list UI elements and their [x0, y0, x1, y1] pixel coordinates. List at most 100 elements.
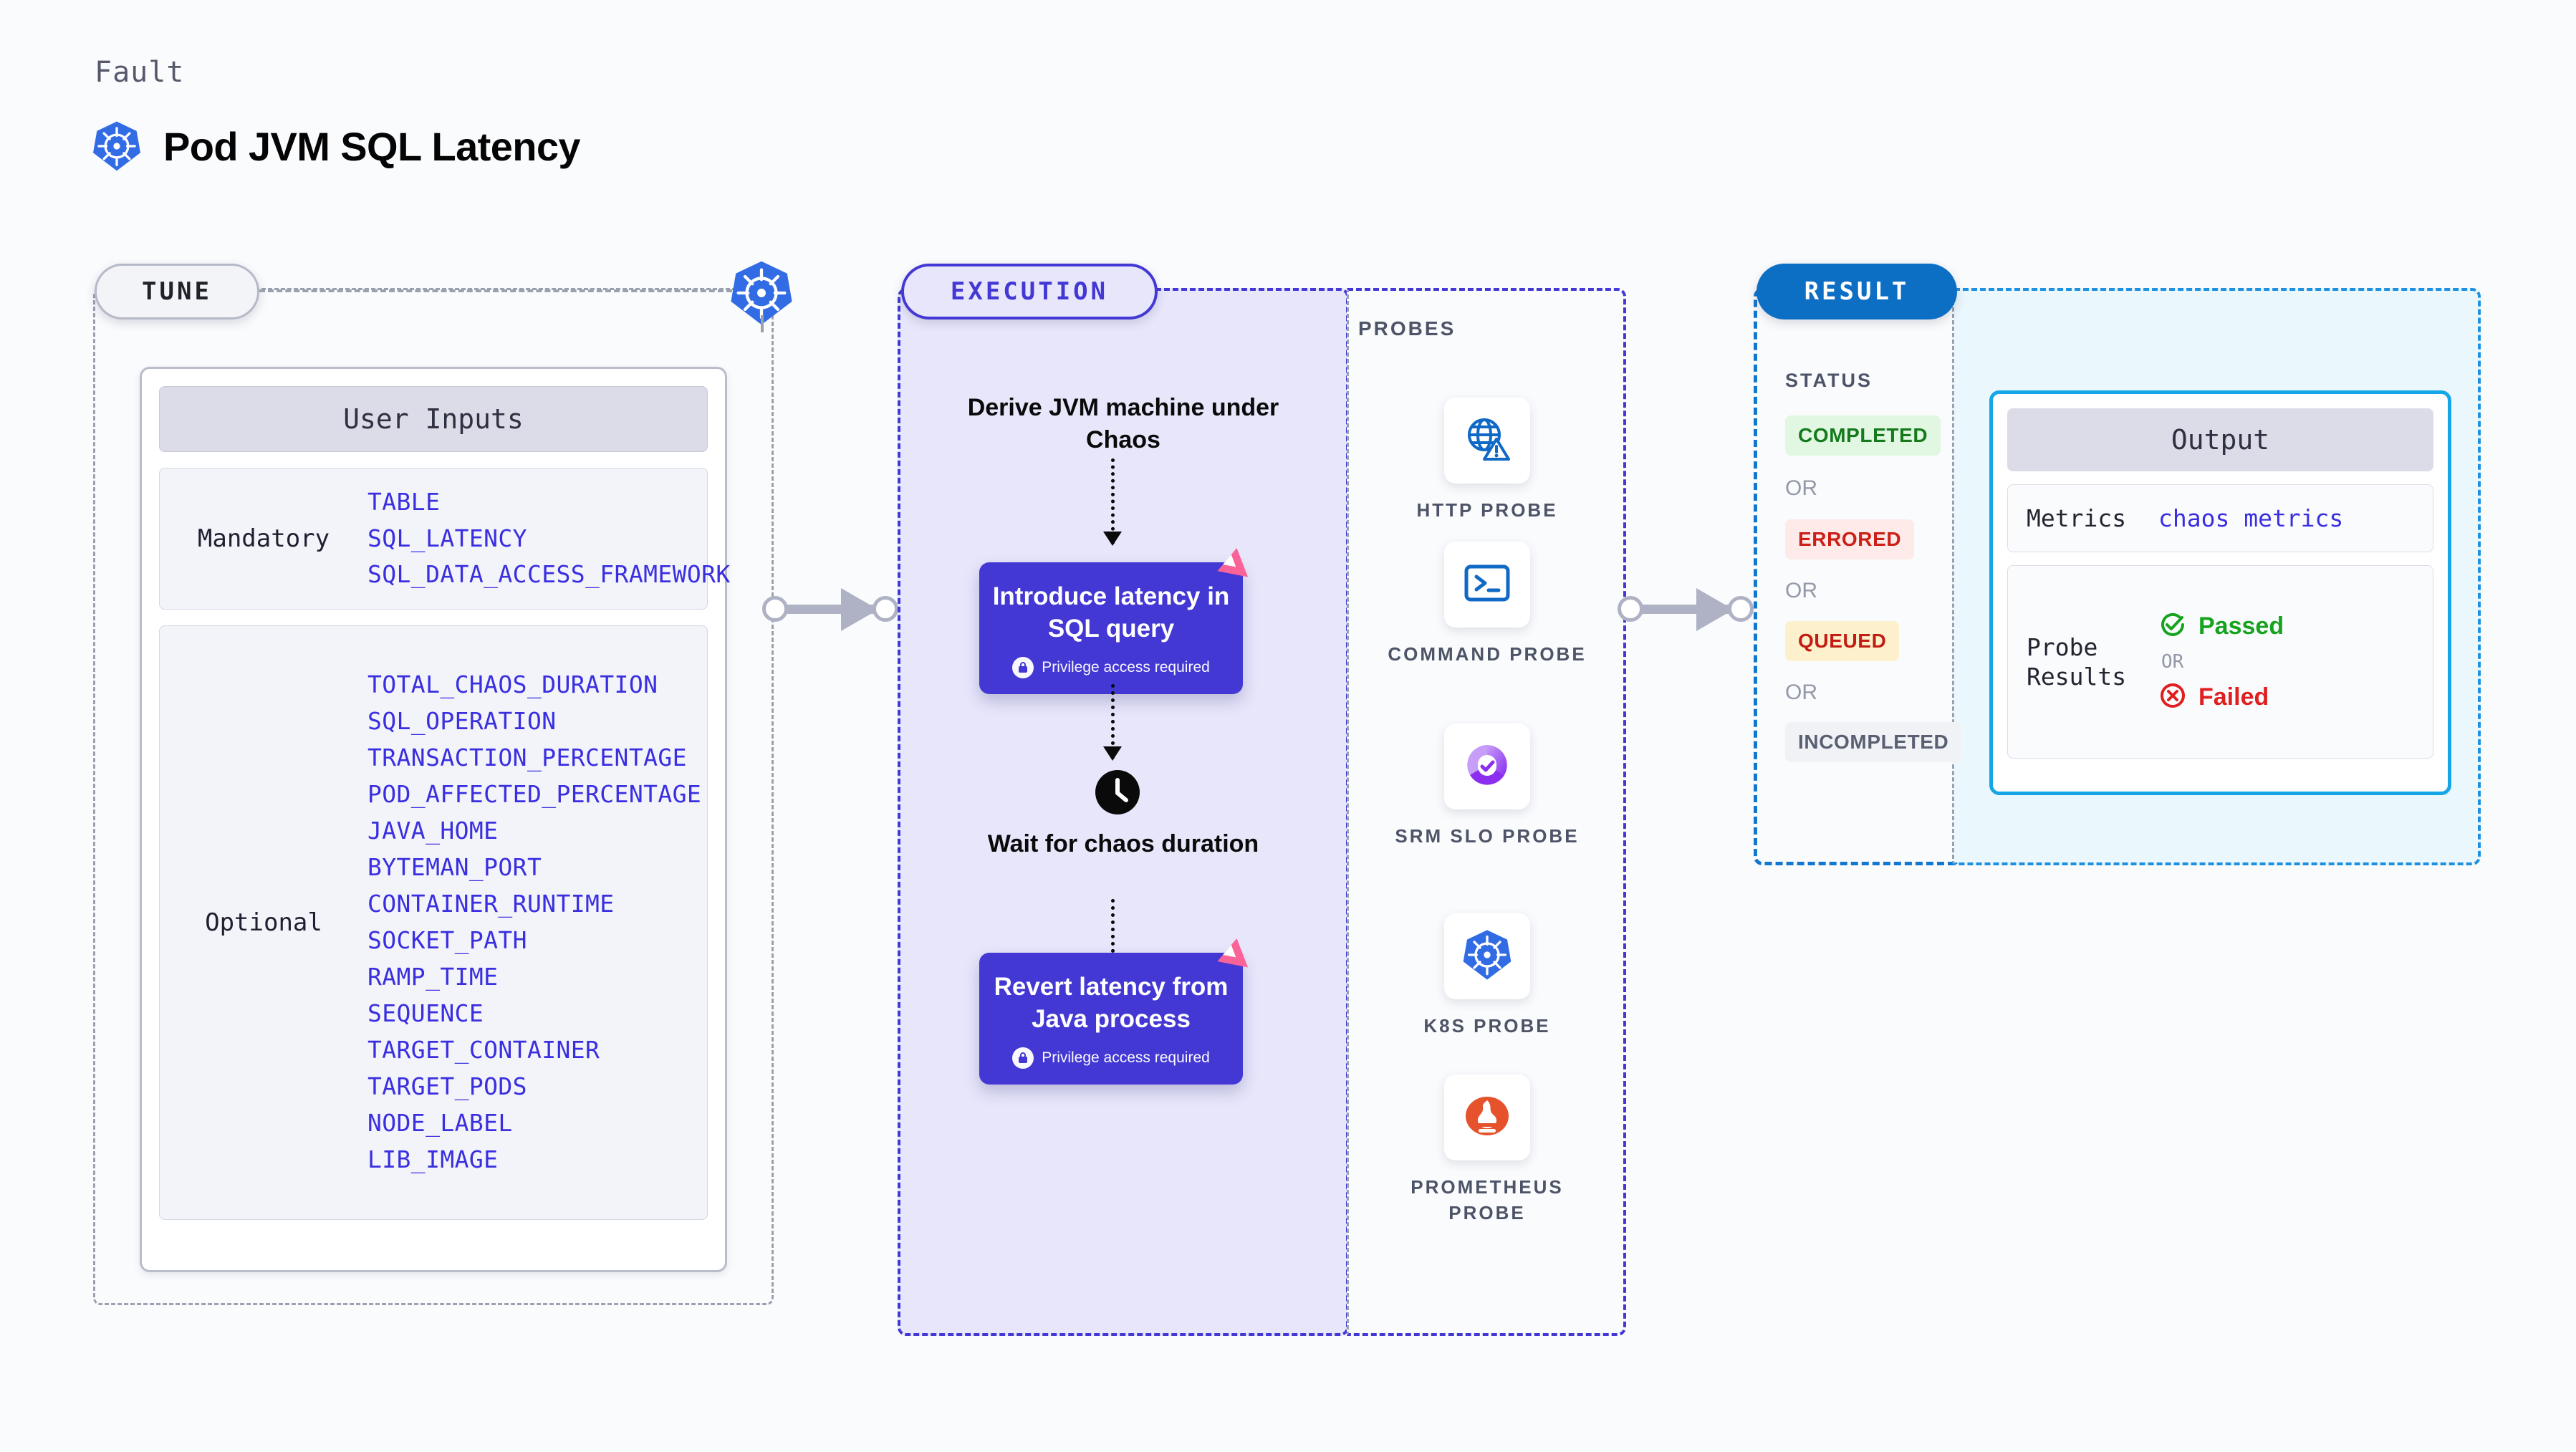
probe-label: SRM SLO PROBE: [1395, 825, 1580, 847]
output-title: Output: [2007, 408, 2433, 471]
execution-card-introduce-latency[interactable]: Introduce latency in SQL query Privilege…: [979, 547, 1249, 694]
probe-results-values: Passed OR Failed: [2158, 610, 2284, 713]
check-circle-icon: [2158, 610, 2187, 643]
passed-label: Passed: [2198, 612, 2284, 640]
param-item[interactable]: BYTEMAN_PORT: [367, 853, 542, 882]
slo-gauge-icon: [1463, 742, 1512, 792]
kubernetes-icon-svg: [93, 121, 140, 171]
param-item[interactable]: SQL_OPERATION: [367, 707, 557, 736]
connector-execution-to-result: [1618, 588, 1761, 631]
param-item[interactable]: TRANSACTION_PERCENTAGE: [367, 744, 687, 772]
kubernetes-node-icon: [731, 260, 792, 330]
optional-params-group: Optional TOTAL_CHAOS_DURATION SQL_OPERAT…: [159, 625, 708, 1220]
globe-warning-icon: [1463, 415, 1512, 467]
output-card: Output Metrics chaos metrics Probe Resul…: [1989, 390, 2451, 795]
tune-panel: [93, 288, 774, 1305]
flow-arrow: [1103, 684, 1122, 761]
prometheus-icon: [1463, 1094, 1512, 1142]
privilege-note: Privilege access required: [992, 656, 1230, 678]
optional-param-list: TOTAL_CHAOS_DURATION SQL_OPERATION TRANS…: [367, 670, 702, 1173]
tune-dashed-connector: [259, 289, 732, 292]
or-separator: OR: [1785, 579, 1817, 602]
param-item[interactable]: SQL_DATA_ACCESS_FRAMEWORK: [367, 560, 731, 589]
lock-icon: [1012, 1047, 1034, 1069]
metrics-value[interactable]: chaos metrics: [2158, 504, 2344, 533]
connector-tune-to-execution: [762, 588, 905, 631]
param-item[interactable]: TARGET_PODS: [367, 1072, 527, 1100]
status-title: STATUS: [1785, 370, 1873, 391]
param-item[interactable]: JAVA_HOME: [367, 817, 499, 845]
probe-srm-slo[interactable]: SRM SLO PROBE: [1380, 723, 1595, 850]
probes-title: PROBES: [1358, 317, 1456, 340]
probe-k8s[interactable]: K8S PROBE: [1380, 913, 1595, 1039]
probe-tile: [1444, 398, 1530, 484]
execution-card-revert-latency[interactable]: Revert latency from Java process Privile…: [979, 938, 1249, 1085]
metrics-key: Metrics: [2027, 504, 2127, 532]
page-title-row: Pod JVM SQL Latency: [93, 120, 581, 172]
probe-http[interactable]: HTTP PROBE: [1380, 398, 1595, 524]
probe-tile: [1444, 723, 1530, 809]
optional-label: Optional: [205, 908, 322, 937]
param-item[interactable]: SEQUENCE: [367, 999, 484, 1027]
user-inputs-card: User Inputs Mandatory TABLE SQL_LATENCY …: [140, 367, 730, 1272]
page-title: Pod JVM SQL Latency: [163, 123, 581, 169]
param-item[interactable]: LIB_IMAGE: [367, 1145, 499, 1173]
probe-command[interactable]: COMMAND PROBE: [1380, 542, 1595, 668]
status-badge-queued: QUEUED: [1785, 621, 1900, 661]
output-row-metrics: Metrics chaos metrics: [2007, 484, 2433, 553]
status-badge-errored: ERRORED: [1785, 519, 1915, 559]
mandatory-param-list: TABLE SQL_LATENCY SQL_DATA_ACCESS_FRAMEW…: [367, 487, 731, 590]
card-title: Introduce latency in SQL query: [992, 582, 1230, 643]
param-item[interactable]: SQL_LATENCY: [367, 524, 527, 552]
status-badge-completed: COMPLETED: [1785, 415, 1941, 456]
tune-badge[interactable]: TUNE: [95, 264, 259, 319]
result-panel: [1754, 288, 1954, 865]
terminal-icon: [1464, 563, 1511, 607]
x-circle-icon: [2158, 681, 2187, 713]
result-badge[interactable]: RESULT: [1756, 264, 1957, 319]
probe-label: HTTP PROBE: [1416, 499, 1558, 521]
probe-results-key: Probe Results: [2027, 633, 2127, 691]
param-item[interactable]: TARGET_CONTAINER: [367, 1035, 600, 1064]
param-item[interactable]: RAMP_TIME: [367, 962, 499, 991]
probe-label: PROMETHEUS PROBE: [1410, 1176, 1564, 1223]
fault-kicker: Fault: [95, 56, 185, 89]
probe-label: COMMAND PROBE: [1388, 643, 1587, 665]
failed-label: Failed: [2198, 683, 2269, 711]
param-item[interactable]: TABLE: [367, 487, 441, 516]
probe-label: K8S PROBE: [1423, 1015, 1551, 1037]
user-inputs-title: User Inputs: [159, 386, 708, 452]
param-item[interactable]: TOTAL_CHAOS_DURATION: [367, 670, 658, 699]
kubernetes-node-stem: [761, 315, 764, 332]
probe-prometheus[interactable]: PROMETHEUS PROBE: [1380, 1074, 1595, 1226]
or-separator: OR: [1785, 681, 1817, 704]
execution-step-wait: Wait for chaos duration: [987, 830, 1259, 857]
kubernetes-icon: [1463, 929, 1512, 984]
card-title: Revert latency from Java process: [994, 973, 1229, 1033]
kubernetes-icon: [93, 120, 140, 172]
lock-icon: [1012, 656, 1034, 678]
param-item[interactable]: POD_AFFECTED_PERCENTAGE: [367, 780, 702, 809]
or-separator: OR: [2161, 651, 2184, 673]
harness-corner-icon: [1214, 936, 1259, 980]
clock-icon: [1095, 770, 1140, 818]
privilege-note: Privilege access required: [992, 1047, 1230, 1069]
param-item[interactable]: CONTAINER_RUNTIME: [367, 890, 615, 918]
execution-badge[interactable]: EXECUTION: [901, 264, 1158, 319]
output-row-probe-results: Probe Results Passed OR: [2007, 565, 2433, 759]
execution-step-derive: Derive JVM machine under Chaos: [967, 394, 1279, 453]
privilege-label: Privilege access required: [1042, 1049, 1210, 1066]
status-badge-incompleted: INCOMPLETED: [1785, 722, 1962, 762]
mandatory-label: Mandatory: [197, 524, 330, 553]
mandatory-params-group: Mandatory TABLE SQL_LATENCY SQL_DATA_ACC…: [159, 468, 730, 610]
probe-tile: [1444, 913, 1530, 999]
probe-tile: [1444, 542, 1530, 628]
flow-arrow: [1103, 458, 1122, 546]
privilege-label: Privilege access required: [1042, 658, 1210, 675]
harness-corner-icon: [1214, 545, 1259, 590]
param-item[interactable]: NODE_LABEL: [367, 1108, 513, 1137]
param-item[interactable]: SOCKET_PATH: [367, 926, 527, 954]
probe-tile: [1444, 1074, 1530, 1160]
or-separator: OR: [1785, 476, 1817, 500]
